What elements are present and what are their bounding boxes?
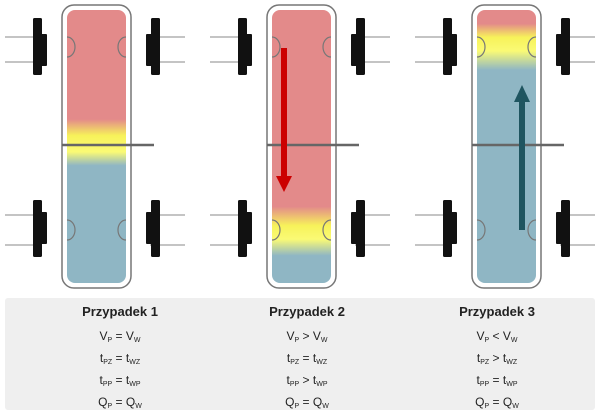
exchanger-1 <box>5 4 185 289</box>
equation-velocity: VP > VW <box>286 329 328 344</box>
equation-heat: QP = QW <box>475 395 519 410</box>
equation-velocity: VP < VW <box>476 329 518 344</box>
column-fill-2 <box>272 10 331 283</box>
flanges-3 <box>476 36 537 241</box>
case-title: Przypadek 1 <box>82 304 158 319</box>
equation-heat: QP = QW <box>285 395 329 410</box>
equation-inlet-temp: tPZ = tWZ <box>99 351 141 366</box>
case-3: Przypadek 3 VP < VW tPZ > tWZ tPP = tWP … <box>402 304 592 413</box>
exchanger-2 <box>210 4 390 289</box>
equation-inlet-temp: tPZ = tWZ <box>286 351 328 366</box>
equation-velocity: VP = VW <box>99 329 141 344</box>
equation-outlet-temp: tPP = tWP <box>99 373 141 388</box>
column-frame-2 <box>266 4 337 289</box>
flanges-2 <box>271 36 332 241</box>
column-frame-1 <box>61 4 132 289</box>
flow-arrow-down-icon <box>276 48 292 192</box>
wheel-clamps-2 <box>238 18 365 257</box>
wheel-clamps-1 <box>33 18 160 257</box>
flow-arrow-up-icon <box>514 85 530 230</box>
case-title: Przypadek 3 <box>459 304 535 319</box>
wheel-clamps-3 <box>443 18 570 257</box>
exchanger-3 <box>415 4 595 289</box>
case-2: Przypadek 2 VP > VW tPZ = tWZ tPP > tWP … <box>212 304 402 413</box>
case-title: Przypadek 2 <box>269 304 345 319</box>
column-frame-3 <box>471 4 542 289</box>
column-fill-3 <box>477 10 536 283</box>
equation-inlet-temp: tPZ > tWZ <box>476 351 518 366</box>
equations-panel: Przypadek 1 VP = VW tPZ = tWZ tPP = tWP … <box>5 298 595 410</box>
case-1: Przypadek 1 VP = VW tPZ = tWZ tPP = tWP … <box>25 304 215 413</box>
equation-outlet-temp: tPP > tWP <box>286 373 328 388</box>
equation-outlet-temp: tPP = tWP <box>476 373 518 388</box>
column-fill-1 <box>67 10 126 283</box>
equation-heat: QP = QW <box>98 395 142 410</box>
flanges-1 <box>66 36 127 241</box>
diagram <box>5 4 595 289</box>
